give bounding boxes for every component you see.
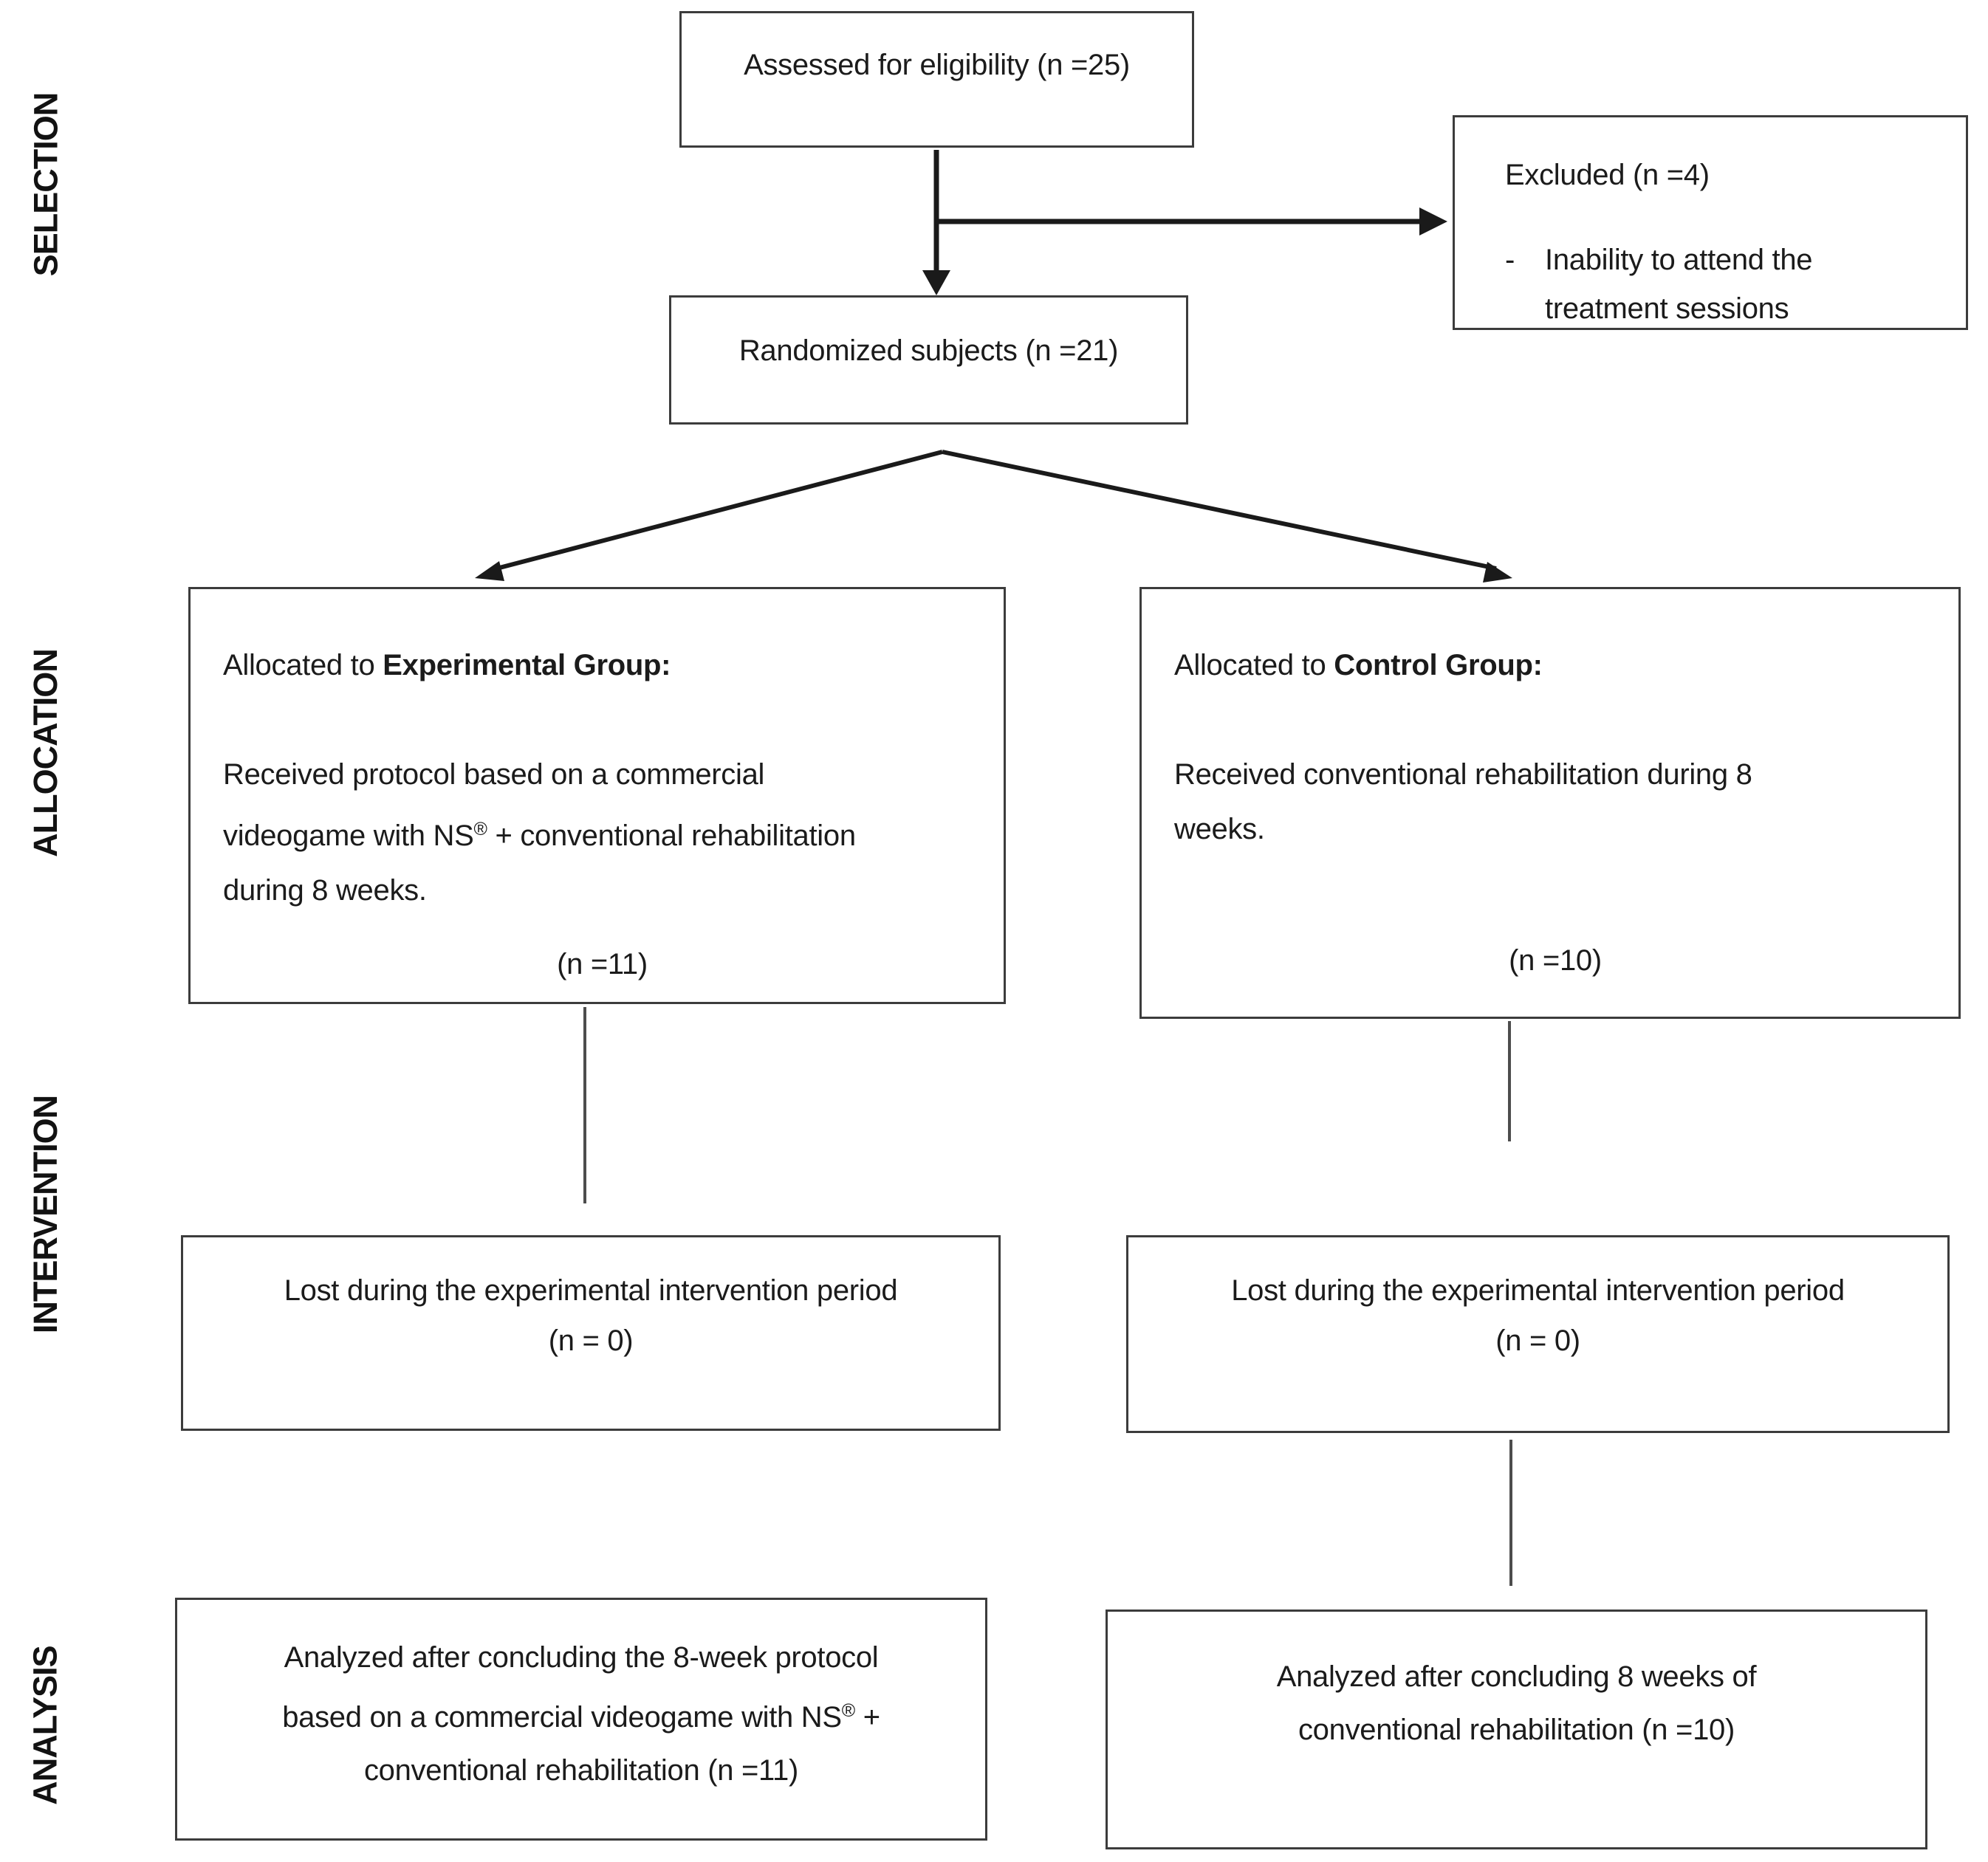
excluded-title: Excluded (n =4) <box>1505 159 1710 191</box>
stage-label-selection: SELECTION <box>0 59 92 310</box>
stage-label-allocation-text: ALLOCATION <box>27 649 64 857</box>
intervention-experimental-n: (n = 0) <box>548 1325 634 1357</box>
analysis-experimental-box: Analyzed after concluding the 8-week pro… <box>175 1598 987 1841</box>
fork-right-line <box>942 450 1497 571</box>
allocation-control-spacer <box>1174 693 1936 747</box>
stage-label-allocation: ALLOCATION <box>0 628 92 879</box>
analysis-experimental-line-2-post: + <box>854 1701 880 1734</box>
excluded-bullet-line-2: treatment sessions <box>1545 292 1789 325</box>
analysis-experimental-line-1: Analyzed after concluding the 8-week pro… <box>284 1641 879 1674</box>
analysis-control-line-1: Analyzed after concluding 8 weeks of <box>1276 1660 1757 1693</box>
allocation-experimental-heading: Allocated to Experimental Group: <box>223 638 981 693</box>
stage-label-analysis: ANALYSIS <box>0 1600 92 1851</box>
excluded-box: Excluded (n =4) - Inability to attend th… <box>1453 115 1968 330</box>
fork-right-head <box>1483 562 1512 583</box>
allocation-experimental-body-line-3: during 8 weeks. <box>223 874 427 907</box>
allocation-control-body-line-1: Received conventional rehabilitation dur… <box>1174 758 1752 791</box>
allocation-control-heading-bold: Control Group: <box>1334 649 1543 681</box>
intervention-control-box: Lost during the experimental interventio… <box>1126 1235 1950 1433</box>
arrow-assessed-to-randomized-head <box>922 270 950 295</box>
excluded-bullet-dash: - <box>1505 244 1515 276</box>
allocation-control-heading: Allocated to Control Group: <box>1174 638 1936 693</box>
stage-label-analysis-text: ANALYSIS <box>27 1646 64 1805</box>
allocation-experimental-body-line-2: videogame with NS® + conventional rehabi… <box>223 802 981 863</box>
intervention-experimental-text: Lost during the experimental interventio… <box>284 1274 898 1307</box>
fork-left-line <box>490 450 943 572</box>
allocation-experimental-body-line-2-post: + conventional rehabilitation <box>487 820 856 852</box>
allocation-experimental-heading-prefix: Allocated to <box>223 649 383 681</box>
stage-label-intervention-text: INTERVENTION <box>27 1095 64 1334</box>
analysis-experimental-line-3: conventional rehabilitation (n =11) <box>363 1754 799 1787</box>
allocation-control-n: (n =10) <box>1509 944 1602 977</box>
registered-trademark-symbol: ® <box>473 819 487 839</box>
analysis-control-box: Analyzed after concluding 8 weeks of con… <box>1106 1610 1927 1849</box>
assessed-eligibility-box: Assessed for eligibility (n =25) <box>679 11 1194 148</box>
allocation-experimental-spacer <box>223 693 981 747</box>
excluded-bullet-line-1: Inability to attend the <box>1545 244 1813 276</box>
randomized-text: Randomized subjects (n =21) <box>738 334 1119 367</box>
stage-label-selection-text: SELECTION <box>27 92 64 277</box>
intervention-control-text: Lost during the experimental interventio… <box>1231 1274 1845 1307</box>
intervention-control-n: (n = 0) <box>1495 1325 1580 1357</box>
excluded-bullet: - Inability to attend the treatment sess… <box>1505 236 1944 333</box>
arrow-to-excluded-head <box>1419 207 1447 236</box>
stage-label-intervention: INTERVENTION <box>0 1089 92 1340</box>
assessed-eligibility-text: Assessed for eligibility (n =25) <box>744 49 1130 81</box>
analysis-experimental-line-2-pre: based on a commercial videogame with NS <box>282 1701 842 1734</box>
intervention-experimental-box: Lost during the experimental interventio… <box>181 1235 1001 1431</box>
allocation-experimental-n: (n =11) <box>557 948 648 980</box>
allocation-control-box: Allocated to Control Group: Received con… <box>1139 587 1961 1019</box>
randomized-box: Randomized subjects (n =21) <box>669 295 1188 425</box>
registered-trademark-symbol: ® <box>841 1700 855 1721</box>
allocation-experimental-box: Allocated to Experimental Group: Receive… <box>188 587 1006 1004</box>
fork-left-head <box>475 561 504 581</box>
allocation-control-heading-prefix: Allocated to <box>1174 649 1334 681</box>
allocation-experimental-heading-bold: Experimental Group: <box>383 649 671 681</box>
analysis-experimental-line-2: based on a commercial videogame with NS®… <box>177 1684 985 1744</box>
allocation-experimental-body-line-2-pre: videogame with NS <box>223 820 474 852</box>
allocation-experimental-body-line-1: Received protocol based on a commercial <box>223 758 765 791</box>
allocation-control-body-line-2: weeks. <box>1174 813 1265 845</box>
excluded-bullet-text: Inability to attend the treatment sessio… <box>1545 236 1813 333</box>
analysis-control-line-2: conventional rehabilitation (n =10) <box>1298 1714 1735 1746</box>
